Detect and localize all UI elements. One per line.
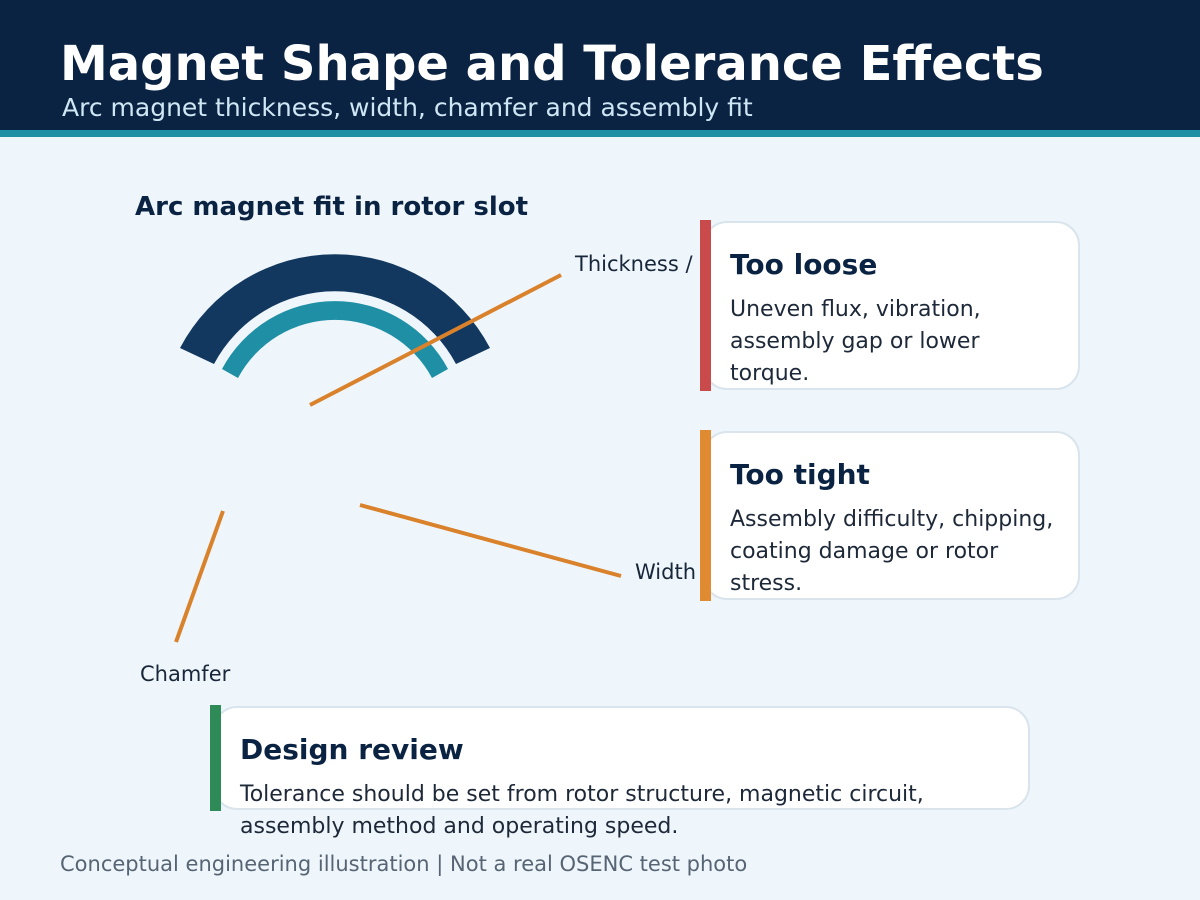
diagram-title: Arc magnet fit in rotor slot <box>135 192 528 222</box>
rotor-slot-arc <box>180 254 490 364</box>
thickness-leader-line <box>309 273 562 407</box>
thickness-label: Thickness / <box>574 252 693 276</box>
width-label: Width <box>635 560 696 584</box>
design-review-card <box>213 706 1030 810</box>
too-loose-text: Uneven flux, vibration, assembly gap or … <box>730 297 981 386</box>
chamfer-leader-line <box>174 510 225 643</box>
footer-note: Conceptual engineering illustration | No… <box>60 852 748 876</box>
header-band <box>0 0 1200 130</box>
too-tight-title: Too tight <box>730 458 870 491</box>
too-tight-accent-bar <box>700 430 711 601</box>
page-subtitle: Arc magnet thickness, width, chamfer and… <box>62 93 753 122</box>
arc-magnet <box>222 301 448 378</box>
too-loose-title: Too loose <box>730 248 878 281</box>
too-loose-card <box>703 221 1080 390</box>
too-tight-text: Assembly difficulty, chipping, coating d… <box>730 507 1054 596</box>
header-accent-rule <box>0 130 1200 137</box>
design-review-accent-bar <box>210 705 221 811</box>
width-leader-line <box>359 503 622 578</box>
too-loose-accent-bar <box>700 220 711 391</box>
design-review-text: Tolerance should be set from rotor struc… <box>240 782 924 839</box>
chamfer-label: Chamfer <box>140 662 231 686</box>
too-tight-card <box>703 431 1080 600</box>
design-review-title: Design review <box>240 733 464 766</box>
page-title: Magnet Shape and Tolerance Effects <box>60 36 1044 92</box>
